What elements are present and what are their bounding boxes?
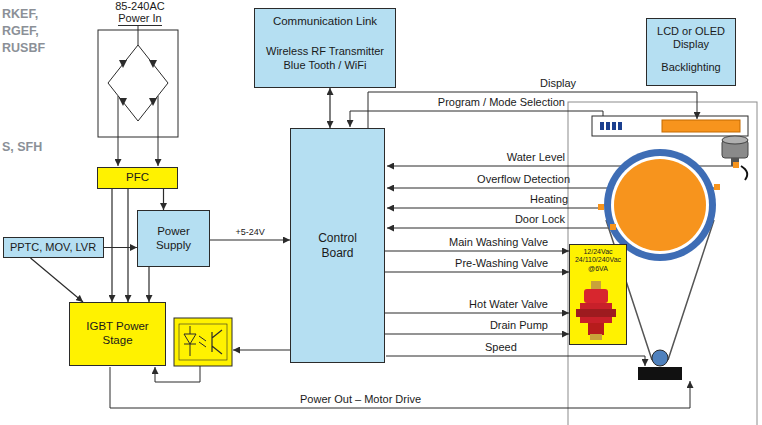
signal-line	[368, 92, 697, 128]
box-text: Wireless RF Transmitter Blue Tooth / WiF…	[261, 45, 389, 73]
motor-pulley	[652, 350, 668, 366]
valve-pipe	[576, 309, 616, 317]
connector	[210, 239, 290, 240]
led-bar	[184, 344, 196, 345]
connector	[385, 333, 569, 334]
sensor-dot	[733, 162, 739, 168]
signal-label: Overflow Detection	[477, 173, 570, 186]
signal-line	[386, 356, 645, 366]
display-box: LCD or OLED DisplayBacklighting	[646, 18, 736, 86]
machine-housing	[568, 102, 757, 425]
rectifier-output	[158, 96, 159, 166]
signal-line	[155, 366, 200, 382]
connector	[385, 312, 569, 313]
bridge-rectifier	[98, 30, 178, 137]
sensor-dot	[610, 224, 616, 230]
valve-illustration	[576, 281, 616, 341]
sensor-dot	[714, 184, 720, 190]
protection-box: PPTC, MOV, LVR	[3, 237, 104, 258]
signal-line	[350, 111, 603, 127]
box-title: IGBT Power Stage	[83, 320, 153, 348]
opto-wire	[190, 326, 191, 356]
box-title: Power Supply	[149, 225, 199, 253]
sensor-dot	[598, 204, 604, 210]
motor-drive-line	[110, 367, 690, 408]
panel-button	[612, 122, 616, 130]
signal-line	[387, 228, 612, 229]
panel-button	[606, 122, 610, 130]
transistor-symbol	[212, 330, 222, 354]
igbt-box: IGBT Power Stage	[69, 302, 166, 366]
signal-label: Program / Mode Selection	[438, 96, 565, 109]
connector	[127, 189, 128, 302]
box-title: LCD or OLED Display	[653, 25, 729, 51]
optocoupler-symbol	[174, 318, 232, 366]
panel-button	[600, 122, 604, 130]
connector	[385, 271, 569, 272]
signal-label: Speed	[485, 341, 517, 354]
connector	[148, 267, 149, 302]
signal-label: Water Level	[507, 151, 565, 164]
connector	[31, 258, 84, 302]
signal-label: Power Out – Motor Drive	[300, 393, 421, 406]
pfc-box: PFC	[97, 167, 178, 189]
motor	[638, 367, 682, 380]
diode-symbol	[119, 60, 127, 68]
switch-cap	[722, 136, 748, 144]
edge-label: Pre-Washing Valve	[455, 257, 548, 270]
edge-label: Hot Water Valve	[469, 298, 548, 311]
connector	[104, 247, 138, 248]
connector	[163, 189, 164, 210]
drum-gap	[611, 156, 709, 254]
diode-symbol	[149, 60, 157, 68]
panel-display	[662, 120, 740, 132]
light-arrows	[199, 336, 206, 347]
box-text: Backlighting	[661, 61, 720, 74]
valve-box: 12/24Vac 24/110/240Vac @6VA	[569, 244, 627, 345]
led-symbol	[184, 334, 196, 344]
connector	[385, 250, 569, 251]
opto-frame	[174, 318, 232, 366]
diode-symbol	[119, 98, 127, 106]
catalog-note: RKEF, RGEF, RUSBF	[2, 6, 54, 57]
drum-door	[614, 159, 706, 251]
signal-label: Heating	[530, 193, 568, 206]
box-title: 12/24Vac 24/110/240Vac @6VA	[574, 248, 622, 273]
opto-inner	[179, 324, 227, 360]
power-in-wire	[118, 26, 162, 46]
connector	[111, 189, 112, 302]
edge-label: +5-24V	[235, 227, 264, 238]
panel-button	[618, 122, 622, 130]
signal-line	[233, 350, 290, 351]
power-input-label: 85-240AC Power In	[105, 0, 175, 24]
box-title: Control Board	[308, 231, 368, 260]
rectifier-bridge	[108, 45, 168, 121]
pressure-switch	[722, 136, 748, 180]
box-title: PFC	[126, 171, 149, 185]
signal-label: Display	[540, 77, 576, 90]
power-supply-box: Power Supply	[137, 210, 210, 267]
switch-hose	[741, 166, 747, 180]
catalog-note: S, SFH	[2, 141, 42, 154]
box-title: PPTC, MOV, LVR	[10, 241, 96, 254]
signal-line	[387, 208, 600, 209]
diode-symbol	[149, 98, 157, 106]
rectifier-output	[118, 96, 119, 166]
signal-label: Door Lock	[515, 213, 565, 226]
comm-link-box: Communication LinkWireless RF Transmitte…	[254, 8, 396, 88]
control-board-box: Control Board	[290, 128, 385, 363]
valve-coil	[584, 289, 608, 303]
control-panel	[592, 116, 748, 136]
box-title: Communication Link	[273, 15, 377, 29]
connector	[329, 88, 330, 128]
edge-label: Main Washing Valve	[449, 236, 548, 249]
valve-outlet	[588, 323, 604, 335]
panel-frame	[592, 116, 748, 136]
rectifier-frame	[98, 30, 178, 137]
valve-fitting	[590, 334, 602, 340]
edge-label: Drain Pump	[490, 319, 548, 332]
